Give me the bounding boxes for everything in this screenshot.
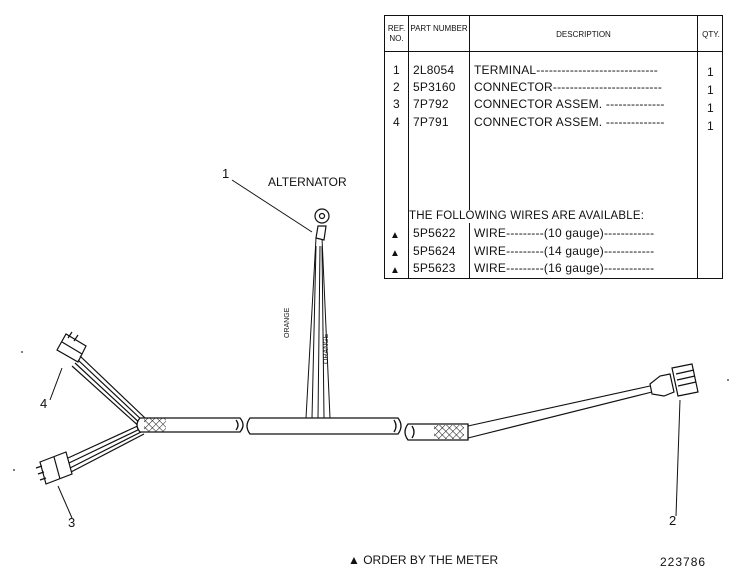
harness-segment-left	[136, 417, 244, 433]
row-4-description: CONNECTOR ASSEM. --------------	[474, 115, 665, 129]
header-part-number: PART NUMBER	[410, 24, 468, 33]
row-2-qty: 1	[707, 83, 714, 97]
row-4-part: 7P791	[413, 115, 449, 129]
row-1-description: TERMINAL-----------------------------	[474, 63, 658, 77]
wire-1-part: 5P5622	[413, 226, 456, 240]
row-4-qty: 1	[707, 119, 714, 133]
header-qty: QTY.	[702, 30, 720, 39]
parts-table: REF. NO. PART NUMBER DESCRIPTION QTY. 1 …	[384, 15, 723, 279]
connector-assembly-3	[35, 423, 145, 485]
wire-3-description: WIRE---------(16 gauge)------------	[474, 261, 655, 275]
callout-4: 4	[40, 396, 48, 411]
header-ref-no: REF. NO.	[387, 24, 406, 43]
terminal-1-alternator	[314, 208, 330, 241]
connector-2	[649, 363, 699, 397]
wire-2-marker: ▲	[390, 248, 401, 259]
wire-3-marker: ▲	[390, 265, 401, 276]
wires-heading: THE FOLLOWING WIRES ARE AVAILABLE:	[409, 210, 647, 223]
wire-color-label: ORANGE	[323, 333, 330, 364]
row-2-ref: 2	[393, 80, 400, 94]
alternator-label: ALTERNATOR	[268, 175, 347, 189]
wire-1-description: WIRE---------(10 gauge)------------	[474, 226, 655, 240]
wire-color-label: ORANGE	[284, 307, 291, 338]
table-divider	[469, 16, 470, 278]
callout-leaders	[49, 179, 681, 519]
row-4-ref: 4	[393, 115, 400, 129]
row-3-qty: 1	[707, 101, 714, 115]
header-description: DESCRIPTION	[556, 30, 611, 39]
callout-3: 3	[68, 515, 76, 530]
row-3-part: 7P792	[413, 97, 449, 111]
wire-1-marker: ▲	[390, 230, 401, 241]
row-3-ref: 3	[393, 97, 400, 111]
harness-segment-right	[404, 385, 653, 441]
order-note: ▲ ORDER BY THE METER	[348, 553, 499, 567]
row-1-ref: 1	[393, 63, 400, 77]
row-2-description: CONNECTOR--------------------------	[474, 80, 663, 94]
wire-2-part: 5P5624	[413, 244, 456, 258]
row-2-part: 5P3160	[413, 80, 456, 94]
row-1-qty: 1	[707, 65, 714, 79]
callout-1: 1	[222, 166, 230, 181]
row-3-description: CONNECTOR ASSEM. --------------	[474, 97, 665, 111]
table-divider	[408, 16, 409, 278]
callout-2: 2	[669, 513, 677, 528]
harness-segment-middle	[246, 237, 402, 435]
table-header-divider	[385, 51, 722, 52]
drawing-number: 223786	[660, 555, 707, 569]
table-divider	[697, 16, 698, 278]
wire-3-part: 5P5623	[413, 261, 456, 275]
wire-2-description: WIRE---------(14 gauge)------------	[474, 244, 655, 258]
connector-assembly-4	[56, 331, 146, 430]
row-1-part: 2L8054	[413, 63, 455, 77]
